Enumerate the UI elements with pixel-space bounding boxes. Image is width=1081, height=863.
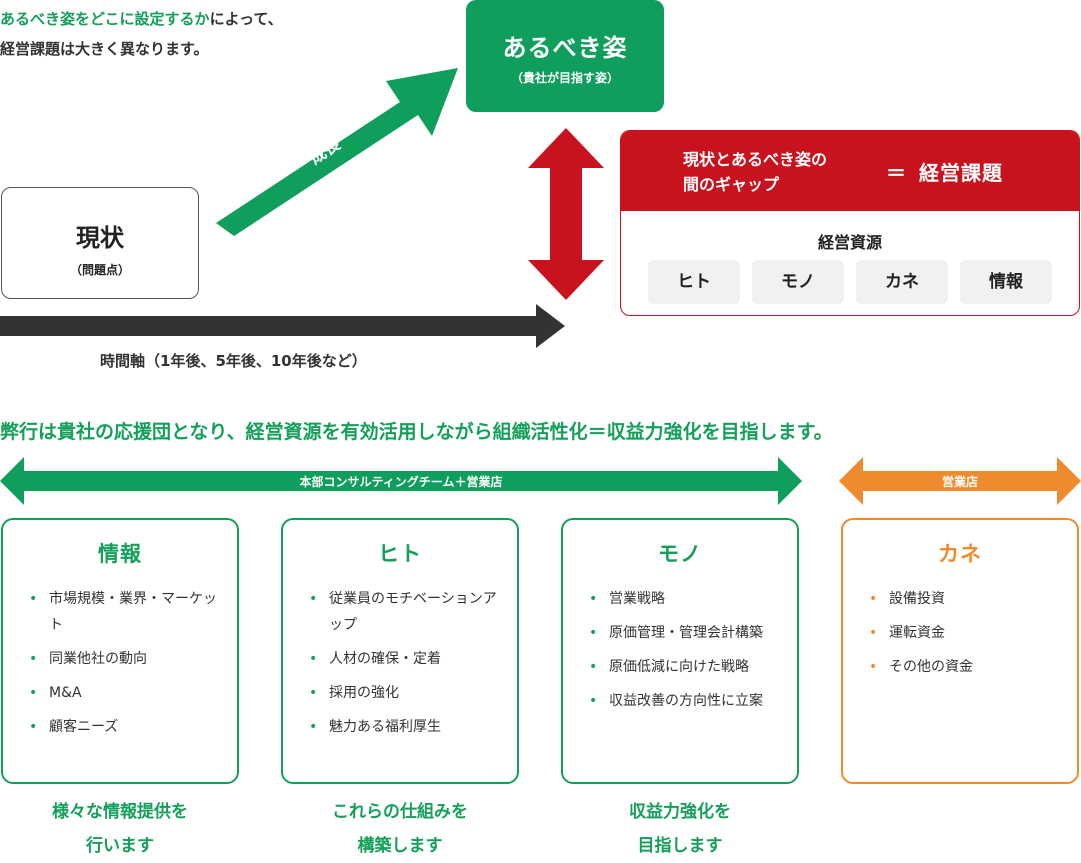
intro-line1: あるべき姿をどこに設定するかによって、 <box>0 4 283 34</box>
branch-double-arrow <box>839 457 1081 505</box>
gap-line2: 間のギャップ <box>683 175 780 194</box>
gap-line1: 現状とあるべき姿の <box>683 150 828 169</box>
list-item: 採用の強化 <box>309 680 499 706</box>
team-label: 本部コンサルティングチーム＋営業店 <box>299 475 503 489</box>
team-double-arrow <box>0 457 802 505</box>
caption-line1: 収益力強化を <box>629 802 731 822</box>
resource-chip: 情報 <box>960 260 1052 304</box>
current-state-box: 現状 （問題点） <box>1 187 199 299</box>
card-list: 設備投資 運転資金 その他の資金 <box>869 586 1059 688</box>
resource-chip: カネ <box>856 260 948 304</box>
list-item: 原価管理・管理会計構築 <box>589 620 779 646</box>
card-information: 情報 市場規模・業界・マーケット 同業他社の動向 M&A 顧客ニーズ <box>1 518 239 784</box>
list-item: 市場規模・業界・マーケット <box>29 586 219 638</box>
branch-label: 営業店 <box>941 475 978 489</box>
caption-things: 収益力強化を 目指します <box>561 795 799 863</box>
card-title: カネ <box>938 542 982 566</box>
ideal-state-subtitle: （貴社が目指す姿） <box>510 71 619 85</box>
caption-line1: これらの仕組みを <box>332 802 468 822</box>
list-item: 営業戦略 <box>589 586 779 612</box>
ideal-state-title: あるべき姿 <box>502 34 628 62</box>
list-item: 人材の確保・定着 <box>309 646 499 672</box>
intro-text: あるべき姿をどこに設定するかによって、 経営課題は大きく異なります。 <box>0 4 283 64</box>
resource-chip: モノ <box>752 260 844 304</box>
gap-box: 現状とあるべき姿の 間のギャップ ＝ 経営課題 経営資源 ヒト モノ カネ 情報 <box>620 130 1080 316</box>
caption-people: これらの仕組みを 構築します <box>281 795 519 863</box>
gap-header: 現状とあるべき姿の 間のギャップ ＝ 経営課題 <box>621 131 1079 211</box>
caption-line1: 様々な情報提供を <box>52 802 188 822</box>
business-issue-label: 経営課題 <box>919 161 1003 185</box>
resources-title: 経営資源 <box>817 233 882 252</box>
caption-information: 様々な情報提供を 行います <box>1 795 239 863</box>
list-item: 収益改善の方向性に立案 <box>589 688 779 714</box>
time-axis-label: 時間軸（1年後、5年後、10年後など） <box>100 352 367 370</box>
card-title: ヒト <box>378 542 422 566</box>
list-item: 運転資金 <box>869 620 1059 646</box>
caption-line2: 行います <box>86 836 154 856</box>
intro-line1-rest: によって、 <box>209 10 283 28</box>
list-item: 魅力ある福利厚生 <box>309 714 499 740</box>
card-list: 市場規模・業界・マーケット 同業他社の動向 M&A 顧客ニーズ <box>29 586 219 748</box>
caption-line2: 目指します <box>637 836 723 856</box>
list-item: M&A <box>29 680 219 706</box>
card-things: モノ 営業戦略 原価管理・管理会計構築 原価低減に向けた戦略 収益改善の方向性に… <box>561 518 799 784</box>
current-state-subtitle: （問題点） <box>69 263 130 277</box>
growth-arrow <box>216 68 458 236</box>
list-item: その他の資金 <box>869 654 1059 680</box>
ideal-state-box: あるべき姿 （貴社が目指す姿） <box>466 0 664 112</box>
time-axis-arrow <box>0 304 565 348</box>
card-list: 従業員のモチベーションアップ 人材の確保・定着 採用の強化 魅力ある福利厚生 <box>309 586 499 748</box>
mission-statement: 弊行は貴社の応援団となり、経営資源を有効活用しながら組織活性化＝収益力強化を目指… <box>0 421 833 443</box>
list-item: 原価低減に向けた戦略 <box>589 654 779 680</box>
intro-line2: 経営課題は大きく異なります。 <box>0 40 209 58</box>
card-title: 情報 <box>98 542 142 566</box>
gap-description: 現状とあるべき姿の 間のギャップ <box>683 147 827 197</box>
resource-chip: ヒト <box>648 260 740 304</box>
list-item: 設備投資 <box>869 586 1059 612</box>
list-item: 同業他社の動向 <box>29 646 219 672</box>
caption-line2: 構築します <box>357 836 443 856</box>
card-people: ヒト 従業員のモチベーションアップ 人材の確保・定着 採用の強化 魅力ある福利厚… <box>281 518 519 784</box>
intro-highlight: あるべき姿をどこに設定するか <box>0 10 210 28</box>
card-money: カネ 設備投資 運転資金 その他の資金 <box>841 518 1079 784</box>
list-item: 従業員のモチベーションアップ <box>309 586 499 638</box>
list-item: 顧客ニーズ <box>29 714 219 740</box>
current-state-title: 現状 <box>76 224 124 252</box>
card-title: モノ <box>658 542 702 566</box>
gap-double-arrow <box>528 128 604 300</box>
equals-sign: ＝ <box>886 161 906 185</box>
card-list: 営業戦略 原価管理・管理会計構築 原価低減に向けた戦略 収益改善の方向性に立案 <box>589 586 779 722</box>
